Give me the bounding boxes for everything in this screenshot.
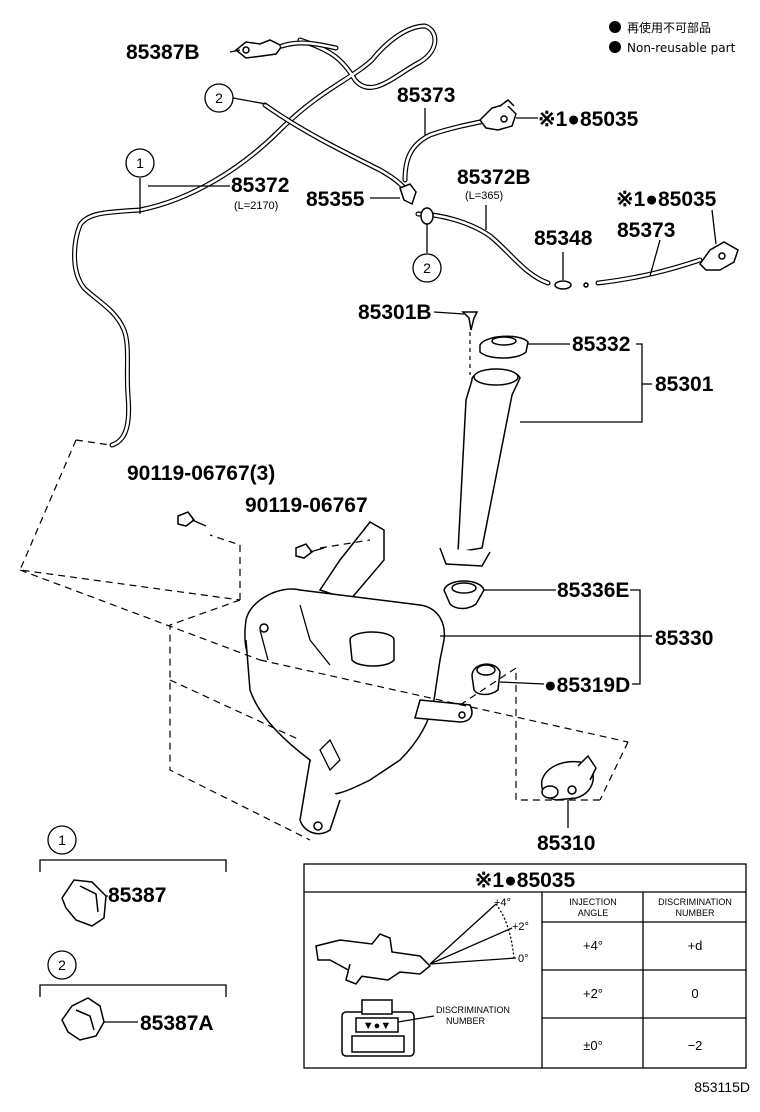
legend-jp: 再使用不可部品 [627,20,711,35]
grommet-85319D [471,663,501,696]
label-85330: 85330 [655,627,713,650]
row-number: +d [688,938,703,953]
detail-2: 2 85387A [39,950,227,1041]
clip-85301B [461,311,479,375]
label-85373-upper: 85373 [397,84,455,107]
svg-text:NUMBER: NUMBER [446,1016,486,1026]
label-90119-06767: 90119-06767 [245,494,368,517]
inset-85035: ※1●85035 INJECTION ANGLE DISCRIMINATION … [303,863,747,1069]
diagram-code: 853115D [694,1079,750,1095]
svg-text:DISCRIMINATION: DISCRIMINATION [436,1005,510,1015]
label-85372: 85372 [231,174,289,197]
callout-2-hose-mid: 2 [412,224,442,283]
nozzle-angle-drawing: +4° +2° 0° [315,897,529,985]
svg-text:1: 1 [58,832,66,848]
callout-1-hose: 1 [125,148,155,214]
svg-text:+2°: +2° [512,921,529,933]
hose-85372 [72,23,438,448]
row-angle: ±0° [583,1038,603,1053]
svg-text:2: 2 [423,260,431,276]
label-85336E: 85336E [557,579,629,602]
grommet-85336E [443,580,485,610]
non-reusable-dot-icon [609,21,621,33]
hose-85373-upper [402,117,493,183]
svg-text:INJECTION: INJECTION [569,897,617,907]
svg-text:▼●▼: ▼●▼ [363,1020,391,1032]
bolt-90119-06767 [295,543,325,559]
svg-text:1: 1 [136,155,144,171]
legend: 再使用不可部品 Non-reusable part [609,20,736,55]
svg-text:DISCRIMINATION: DISCRIMINATION [658,897,732,907]
label-85372B-length: (L=365) [465,190,503,202]
legend-en: Non-reusable part [627,41,736,55]
label-85301B: 85301B [358,301,432,324]
row-number: 0 [691,986,698,1001]
hose-85373-lower [595,257,703,286]
svg-text:NUMBER: NUMBER [675,908,715,918]
connector-discrimination-drawing: ▼●▼ DISCRIMINATION NUMBER [341,999,510,1057]
svg-text:ANGLE: ANGLE [578,908,609,918]
row-angle: +2° [583,986,603,1001]
svg-text:2: 2 [215,90,223,106]
label-85035-lower: ※1●85035 [616,188,717,211]
label-85310: 85310 [537,832,595,855]
nozzle-85035-lower [699,241,739,271]
part-labels: 85387B 85373 ※1●85035 85372 (L=2170) 853… [126,41,717,855]
leader-lines [148,49,717,828]
filler-cap-85332 [479,335,529,359]
svg-text:+4°: +4° [494,897,511,909]
label-85387B: 85387B [126,41,200,64]
label-85348: 85348 [534,227,593,250]
svg-text:2: 2 [58,957,66,973]
label-85319D: ●85319D [544,674,630,697]
clip-85387B [234,39,339,59]
callout-2-hose-top: 2 [204,83,267,113]
detail-1: 1 85387 [39,825,227,927]
svg-text:0°: 0° [518,953,529,965]
label-85372-length: (L=2170) [234,200,278,212]
washer-tank-85330 [244,521,473,835]
label-85373-lower: 85373 [617,219,675,242]
inset-title: ※1●85035 [475,869,576,892]
row-angle: +4° [583,938,603,953]
bolt-90119-06767-3 [177,511,207,527]
label-85035-upper: ※1●85035 [538,108,639,131]
label-85387: 85387 [108,884,166,907]
grommet-85348 [554,280,589,290]
hose-85372B [399,183,551,286]
label-85387A: 85387A [140,1012,214,1035]
filler-neck-85301 [439,368,521,567]
assembly-dashes [19,439,629,841]
washer-pump-85310 [540,754,597,801]
nozzle-85035-upper [479,99,517,131]
label-85355: 85355 [306,188,365,211]
non-reusable-dot-icon [609,41,621,53]
label-90119-06767-3: 90119-06767(3) [127,462,275,485]
label-85301: 85301 [655,373,714,396]
row-number: −2 [688,1038,703,1053]
label-85372B: 85372B [457,166,531,189]
label-85332: 85332 [572,333,630,356]
